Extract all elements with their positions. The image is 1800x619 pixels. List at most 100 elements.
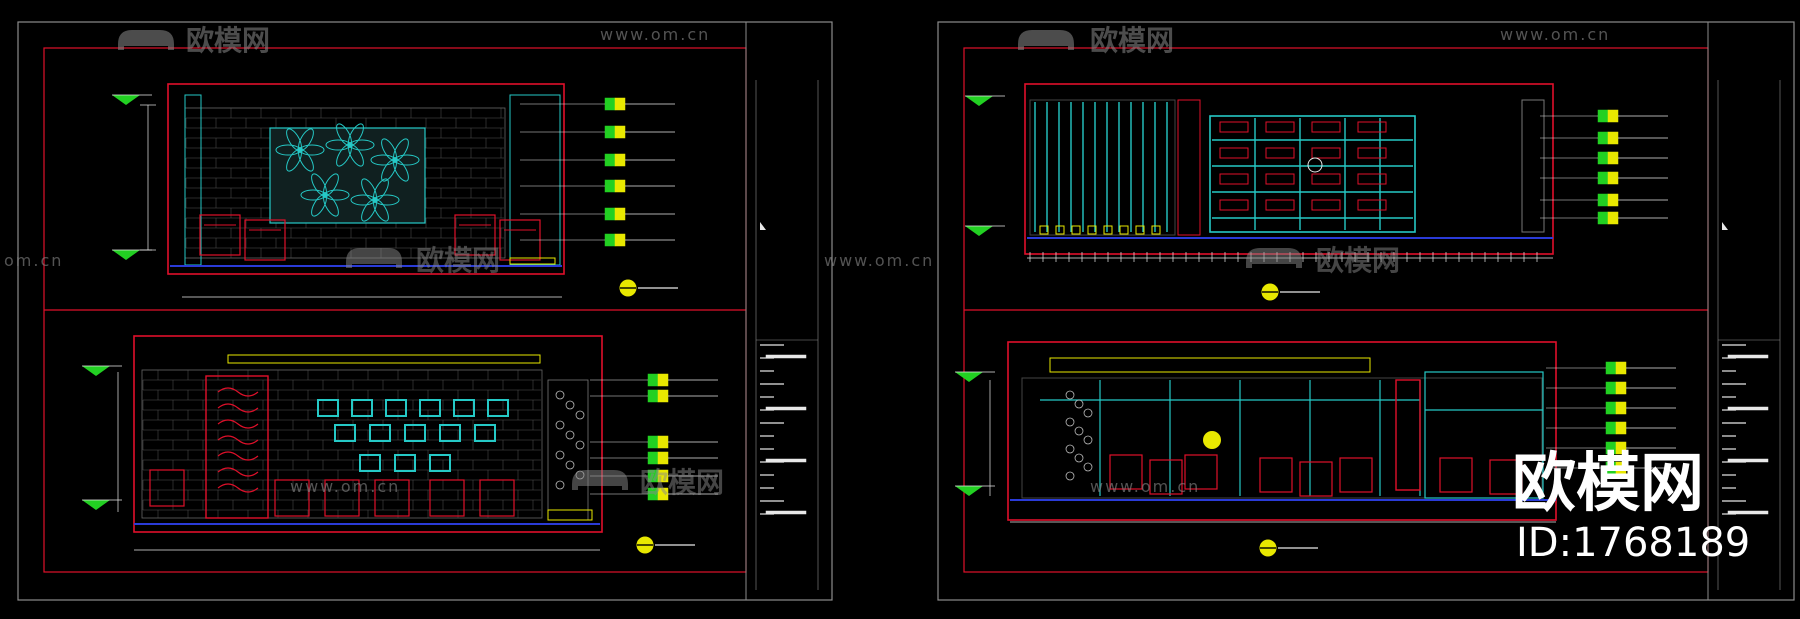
title-block-text-stub xyxy=(765,406,807,411)
watermark-layer: 欧模网 欧模网 www.om.cn www.om.cn om.cn www.om… xyxy=(4,24,1750,566)
material-tag-icon xyxy=(1615,361,1627,375)
wall-clock-icon xyxy=(1203,431,1221,449)
material-tag-icon xyxy=(1605,361,1617,375)
watermark-url: www.om.cn xyxy=(1090,477,1200,496)
level-marker-icon xyxy=(965,226,993,236)
plant-leaf-shape xyxy=(1083,462,1093,472)
chair-shape xyxy=(1109,454,1143,490)
flower-center-shape xyxy=(372,197,378,203)
book-block xyxy=(1219,147,1249,159)
plant-leaf-shape xyxy=(1083,408,1093,418)
material-tag-icon xyxy=(1597,109,1609,123)
book-block xyxy=(1357,173,1387,185)
plant-leaf-shape xyxy=(1083,435,1093,445)
book-block xyxy=(1219,173,1249,185)
material-tag-icon xyxy=(647,389,659,403)
id-label: ID:1768189 xyxy=(1516,520,1750,566)
watermark-url: www.om.cn xyxy=(290,477,400,496)
book-block xyxy=(1357,121,1387,133)
chair-shape xyxy=(1259,457,1293,493)
base-block xyxy=(1087,225,1097,235)
plant-leaf-shape xyxy=(555,450,565,460)
chair-shape xyxy=(1489,459,1523,495)
watermark-brand: 欧模网 xyxy=(416,244,500,277)
book-block xyxy=(1219,199,1249,211)
book-block xyxy=(1357,199,1387,211)
door-ornament xyxy=(217,435,259,445)
material-tag-icon xyxy=(604,125,616,139)
wall-outline xyxy=(133,335,603,533)
door-frame xyxy=(1395,379,1421,491)
photo-frame xyxy=(369,424,391,442)
ceiling-trim xyxy=(1049,357,1371,373)
plant-leaf-shape xyxy=(1065,444,1075,454)
planter-trim xyxy=(547,509,593,521)
photo-frame xyxy=(385,399,407,417)
side-panel xyxy=(509,94,561,266)
material-tag-icon xyxy=(1597,211,1609,225)
north-arrow-icon xyxy=(1722,222,1728,230)
door-ornament xyxy=(217,403,259,413)
material-tag-icon xyxy=(614,233,626,247)
book-block xyxy=(1265,199,1295,211)
watermark-url: www.om.cn xyxy=(600,25,710,44)
sheet-outer-border xyxy=(17,21,833,601)
watermark-logo-bottom-left: 欧模网 xyxy=(572,466,724,499)
plant-leaf-shape xyxy=(565,430,575,440)
base-block xyxy=(1055,225,1065,235)
book-block xyxy=(1311,199,1341,211)
plant-leaf-shape xyxy=(1065,390,1075,400)
sofa-logo-icon xyxy=(1018,30,1074,50)
sofa-logo-icon xyxy=(1246,248,1302,268)
watermark-brand: 欧模网 xyxy=(640,466,724,499)
level-marker-icon xyxy=(955,372,983,382)
base-block xyxy=(1103,225,1113,235)
watermark-url: www.om.cn xyxy=(1500,25,1610,44)
door-ornament xyxy=(217,483,259,493)
book-block xyxy=(1219,121,1249,133)
plant-leaf-shape xyxy=(1074,399,1084,409)
wall-outline xyxy=(1007,341,1557,521)
title-block-text-stub xyxy=(1727,510,1769,515)
flower-center-shape xyxy=(322,192,328,198)
chair-shape xyxy=(454,214,496,256)
slat-panel xyxy=(1029,99,1176,236)
title-block-text-stub xyxy=(1727,458,1769,463)
material-tag-icon xyxy=(604,233,616,247)
material-tag-icon xyxy=(647,373,659,387)
photo-frame xyxy=(394,454,416,472)
watermark-logo-mid-left: 欧模网 xyxy=(346,244,500,277)
material-tag-icon xyxy=(1607,151,1619,165)
base-block xyxy=(1119,225,1129,235)
chair-shape xyxy=(199,214,241,256)
material-tag-icon xyxy=(1605,401,1617,415)
title-block-text-stub xyxy=(1727,406,1769,411)
flower-center-shape xyxy=(392,157,398,163)
drawing-sheet xyxy=(937,21,1795,601)
floor-trim xyxy=(509,257,556,265)
side-cabinet xyxy=(1424,371,1544,499)
elevation-top-right xyxy=(965,83,1668,301)
plant-leaf-shape xyxy=(575,440,585,450)
door-ornament xyxy=(217,387,259,397)
chair-shape xyxy=(479,479,515,517)
door-ornament xyxy=(217,451,259,461)
shelf-ornament xyxy=(1307,157,1323,173)
chair-shape xyxy=(429,479,465,517)
material-tag-icon xyxy=(1605,381,1617,395)
plant-leaf-shape xyxy=(555,480,565,490)
title-block-text-stub xyxy=(765,354,807,359)
door-frame xyxy=(205,375,269,519)
chair-shape xyxy=(1184,454,1218,490)
column-trim xyxy=(184,94,202,266)
material-tag-icon xyxy=(1615,381,1627,395)
level-marker-icon xyxy=(965,96,993,106)
material-tag-icon xyxy=(614,179,626,193)
material-tag-icon xyxy=(1607,211,1619,225)
title-block-text-stub xyxy=(1727,354,1769,359)
material-tag-icon xyxy=(1597,171,1609,185)
chair-shape xyxy=(149,469,185,507)
level-marker-icon xyxy=(82,366,110,376)
book-block xyxy=(1265,121,1295,133)
material-tag-icon xyxy=(1607,131,1619,145)
